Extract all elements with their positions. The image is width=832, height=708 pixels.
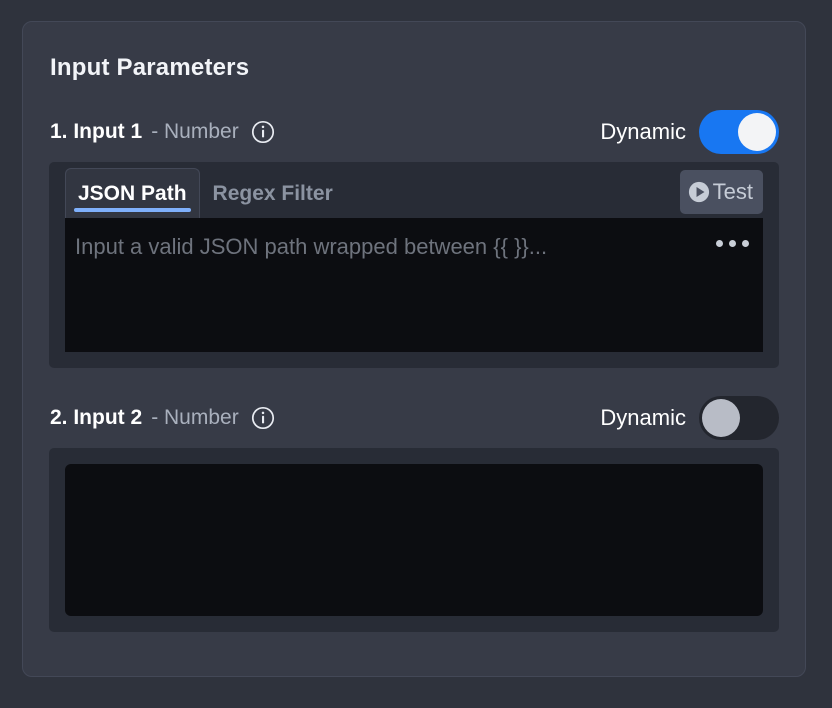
tab-json-path-label: JSON Path (78, 181, 187, 205)
info-circle-icon[interactable] (251, 406, 275, 430)
parameter-1-type: - Number (151, 120, 239, 143)
input-2-editor[interactable] (65, 464, 763, 616)
parameter-1-name: 1. Input 1 (50, 120, 143, 143)
ellipsis-horizontal-icon[interactable] (716, 240, 749, 247)
parameter-row-1: 1. Input 1 - Number Dynamic JSON Path (49, 110, 779, 368)
info-circle-icon[interactable] (251, 120, 275, 144)
parameter-2-header: 2. Input 2 - Number Dynamic (50, 396, 779, 440)
json-path-editor[interactable]: Input a valid JSON path wrapped between … (65, 218, 763, 352)
parameter-1-dynamic-control: Dynamic (600, 110, 779, 154)
parameter-1-body: JSON Path Regex Filter Test Input a vali… (49, 162, 779, 368)
dynamic-toggle-2[interactable] (699, 396, 779, 440)
tab-regex-filter[interactable]: Regex Filter (200, 168, 346, 218)
dynamic-toggle-1[interactable] (699, 110, 779, 154)
input-parameters-card: Input Parameters 1. Input 1 - Number Dyn… (22, 21, 806, 677)
dynamic-label-1: Dynamic (600, 119, 686, 144)
play-circle-icon (688, 181, 709, 203)
test-button[interactable]: Test (679, 170, 763, 214)
tab-json-path[interactable]: JSON Path (65, 168, 200, 218)
dot (729, 240, 736, 247)
parameter-row-2: 2. Input 2 - Number Dynamic (49, 396, 779, 632)
page-title: Input Parameters (50, 54, 250, 81)
test-button-label: Test (712, 179, 753, 204)
parameter-1-tabstrip: JSON Path Regex Filter Test (49, 162, 779, 218)
parameter-2-body (49, 448, 779, 632)
tab-regex-filter-label: Regex Filter (212, 181, 333, 205)
active-tab-underline (74, 208, 191, 212)
toggle-knob (702, 399, 740, 437)
parameter-2-name: 2. Input 2 (50, 406, 143, 429)
json-path-placeholder: Input a valid JSON path wrapped between … (75, 234, 548, 259)
parameter-1-header: 1. Input 1 - Number Dynamic (50, 110, 779, 154)
dynamic-label-2: Dynamic (600, 405, 686, 430)
toggle-knob (738, 113, 776, 151)
dot (742, 240, 749, 247)
parameter-2-dynamic-control: Dynamic (600, 396, 779, 440)
dot (716, 240, 723, 247)
parameter-2-type: - Number (151, 406, 239, 429)
